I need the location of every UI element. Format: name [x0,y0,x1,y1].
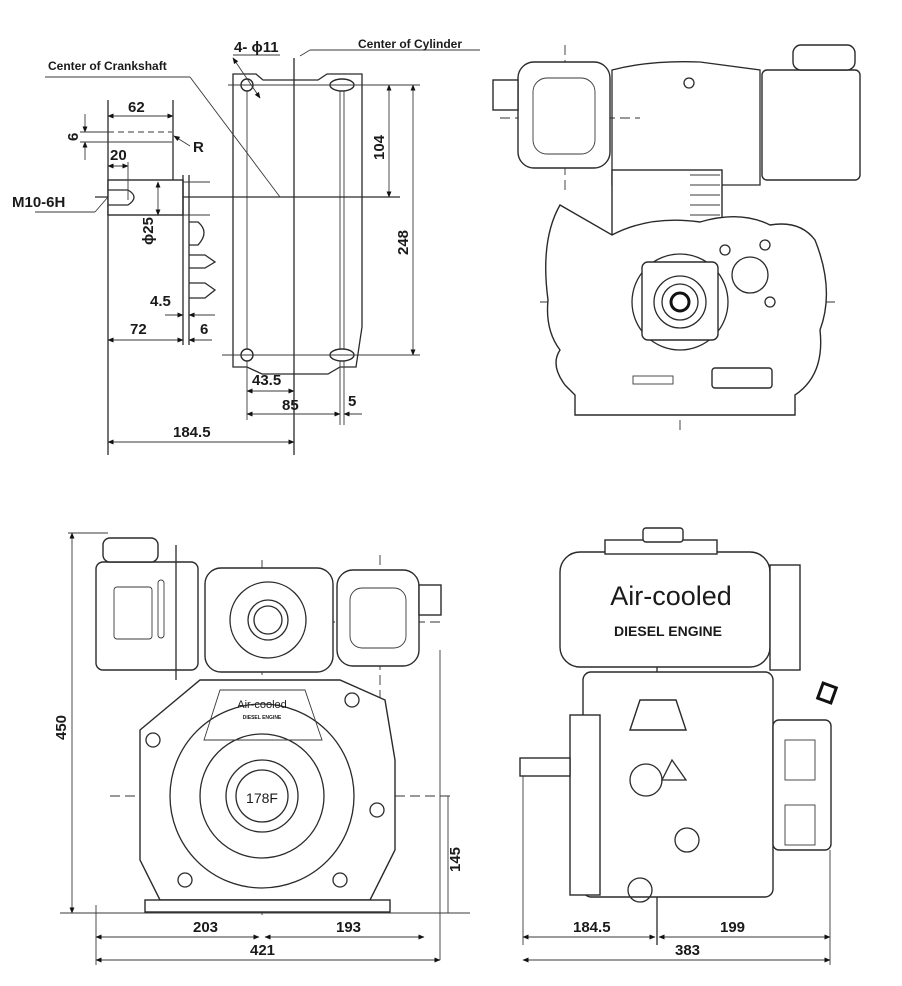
dim-rear-depth: 199 [720,919,745,936]
dim-keyway-length: 62 [128,99,145,116]
fuel-tank-front [95,561,199,671]
dim-key-offset: 20 [110,147,127,164]
dim-right-width: 193 [336,919,361,936]
dim-shaft-length: 72 [130,321,147,338]
dim-overall-width: 421 [250,942,275,959]
dim-left-width: 203 [193,919,218,936]
dim-hole-count-diameter: 4- ϕ11 [234,39,279,56]
dim-overall-depth: 383 [675,942,700,959]
muffler-front [336,569,420,667]
dim-hole-spacing-vertical: 248 [395,230,412,255]
recoil-starter-side [772,719,832,851]
cover-subtitle-front: DIESEL ENGINE [243,715,282,721]
dim-shaft-end-to-cylinder: 184.5 [173,424,211,441]
dim-flange-gap: 6 [200,321,208,338]
label-radius: R [193,139,204,156]
muffler-rear [517,61,611,169]
badge-model: 178F [246,790,278,806]
dim-hole-spacing-horizontal: 85 [282,397,299,414]
tank-subtitle-side: DIESEL ENGINE [614,623,722,639]
dim-slot-width: 5 [348,393,356,410]
dim-crank-height: 145 [447,847,464,872]
cover-title-front: Air-cooled [237,699,287,711]
crankshaft-end [669,291,691,313]
dim-shaft-diameter: ϕ25 [140,217,157,245]
dim-keyway-width: 6 [65,133,82,141]
side-view: Air-cooled DIESEL ENGINE 184.5 199 383 [519,527,839,965]
mounting-view: Center of Crankshaft Center of Cylinder … [12,37,480,455]
air-filter-front [204,567,334,673]
dim-hole-to-crank-height: 104 [371,134,388,160]
dim-front-depth: 184.5 [573,919,611,936]
fuel-tank-rear [761,69,861,181]
mounting-plate-outline [232,73,363,375]
label-thread: M10-6H [12,194,65,211]
tank-title-side: Air-cooled [610,581,732,611]
flywheel-cover [169,703,355,889]
flywheel-housing [631,253,729,351]
dim-hole-offset-horizontal: 43.5 [252,372,281,389]
label-center-of-cylinder: Center of Cylinder [358,37,462,51]
dim-flange-thickness: 4.5 [150,293,171,310]
rear-view [492,44,861,430]
label-center-of-crankshaft: Center of Crankshaft [48,59,167,73]
front-view: 178F Air-cooled DIESEL ENGINE 450 145 20… [53,532,470,965]
output-shaft [107,100,217,455]
dim-overall-height: 450 [53,715,70,740]
